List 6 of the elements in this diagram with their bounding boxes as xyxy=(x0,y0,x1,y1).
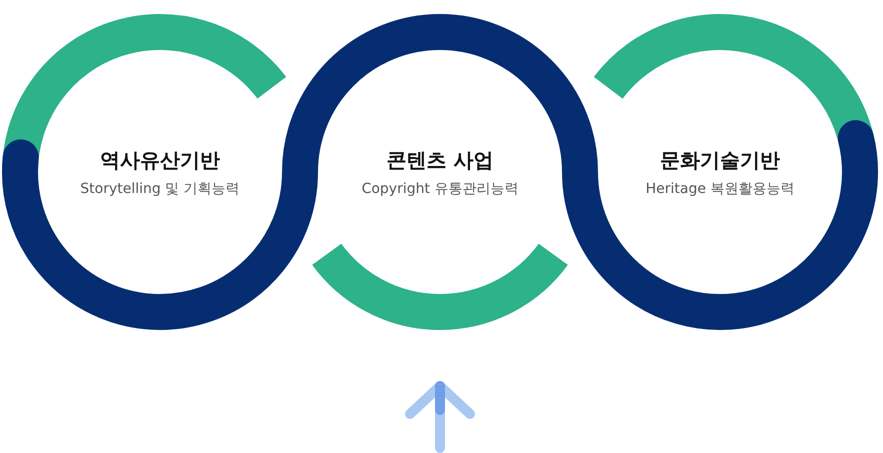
node-subtitle: Copyright 유통관리능력 xyxy=(362,180,518,198)
node-subtitle: Heritage 복원활용능력 xyxy=(646,180,794,198)
node-heading: 역사유산기반 xyxy=(100,146,220,174)
node-subtitle: Storytelling 및 기획능력 xyxy=(80,180,240,198)
node-heading: 문화기술기반 xyxy=(660,146,780,174)
node-heading: 콘텐츠 사업 xyxy=(386,146,494,174)
